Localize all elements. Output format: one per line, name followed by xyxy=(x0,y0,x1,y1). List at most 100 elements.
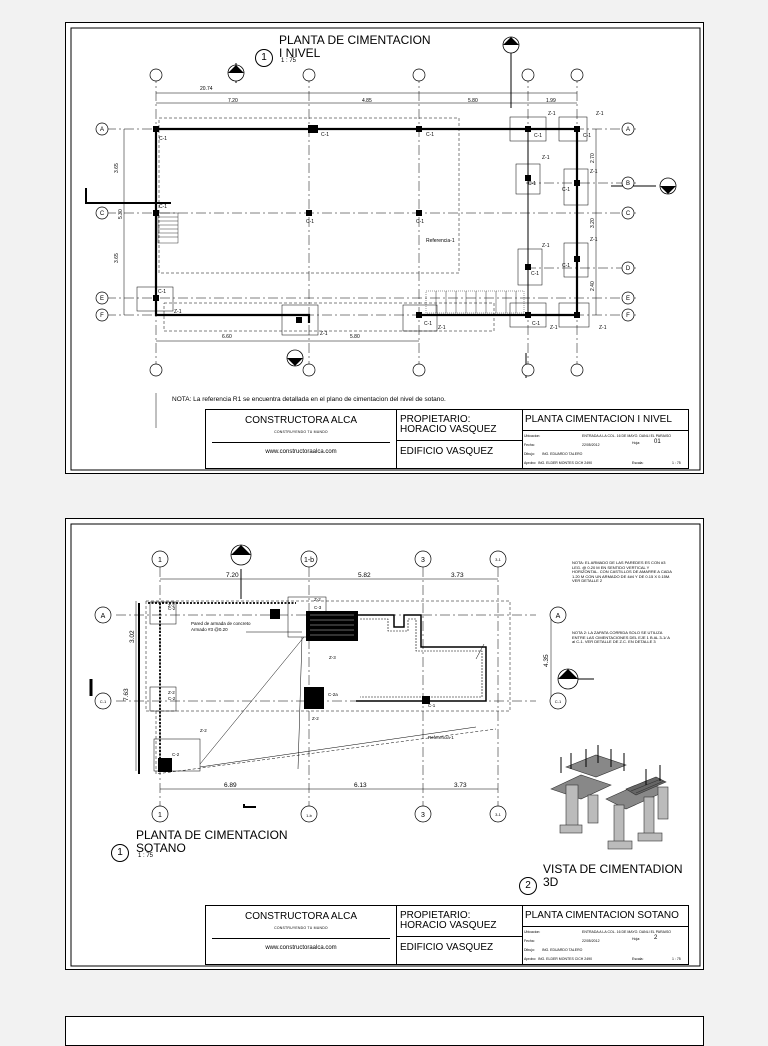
reference-line xyxy=(199,636,305,765)
company-website: www.constructoraalca.com xyxy=(265,449,337,455)
column-c1 xyxy=(525,126,531,132)
basement-wall xyxy=(356,614,487,702)
svg-text:E: E xyxy=(626,296,630,302)
sheet-title: PLANTA CIMENTACION I NIVEL xyxy=(525,414,672,425)
reference-label: Referencia-1 xyxy=(428,735,454,740)
aprobo-label: Aprobo: xyxy=(524,957,537,961)
sheet-title: PLANTA CIMENTACION SOTANO xyxy=(525,910,679,921)
dim-left: 7.63 xyxy=(123,688,130,701)
escala-label: Escala: xyxy=(632,461,644,465)
owner-name: HORACIO VASQUEZ xyxy=(400,424,497,435)
escala-value: 1 : 75 xyxy=(672,957,681,961)
escala-label: Escala: xyxy=(632,957,644,961)
view-3d-title-line1: VISTA DE CIMENTADION xyxy=(543,862,683,876)
slab-outline xyxy=(155,711,497,775)
wall-note: Armado #3 @0.20 xyxy=(191,627,228,632)
reference-line xyxy=(199,726,477,768)
svg-text:A: A xyxy=(626,127,630,133)
footing-z1 xyxy=(515,163,541,195)
label-c1: C-1 xyxy=(532,321,540,327)
footing-z1 xyxy=(558,116,588,142)
footing-z1 xyxy=(281,304,319,336)
title-block: CONSTRUCTORA ALCA CONSTRUYENDO TU MUNDO … xyxy=(205,409,689,469)
ubicacion-value: ENTRADA A LA COL. 16 DE MAYO. DANLI EL P… xyxy=(582,434,672,438)
footing-z1 xyxy=(136,286,174,312)
label-c2a: C-2a xyxy=(328,692,338,697)
basement-wall xyxy=(360,618,483,698)
divider xyxy=(212,442,390,443)
ubicacion-label: Ubicacion: xyxy=(524,930,541,934)
foundation-wall xyxy=(416,127,579,317)
axis-label: 3 xyxy=(421,557,425,564)
slab-outline xyxy=(158,117,460,274)
dim-bottom: 3.73 xyxy=(454,782,467,789)
svg-text:F: F xyxy=(100,313,104,319)
axis-label: 3 xyxy=(421,812,425,819)
label-c3: C-3 xyxy=(314,605,322,610)
dibujo-label: Dibujo: xyxy=(524,452,535,456)
dim-bottom: 6.89 xyxy=(224,782,237,789)
dim-top: 5.82 xyxy=(358,572,371,579)
slab-outline xyxy=(163,302,495,332)
label-c1: C-1 xyxy=(416,219,424,225)
fecha-value: 22/05/2012 xyxy=(582,939,600,943)
svg-text:D: D xyxy=(626,266,631,272)
footing xyxy=(149,686,177,712)
hoja-value: 2 xyxy=(654,935,658,941)
fecha-label: Fecha: xyxy=(524,939,535,943)
label-z1: Z-1 xyxy=(590,169,598,175)
dim-left: 5.30 xyxy=(118,209,124,219)
dim-right: 2.40 xyxy=(590,281,596,291)
title-block: CONSTRUCTORA ALCA CONSTRUYENDO TU MUNDO … xyxy=(205,905,689,965)
column-c1 xyxy=(416,312,422,318)
company-cell: CONSTRUCTORA ALCA CONSTRUYENDO TU MUNDO … xyxy=(206,410,397,468)
column-c1 xyxy=(153,126,159,132)
column-c1 xyxy=(574,180,580,186)
label-c1: C-1 xyxy=(583,133,591,139)
column-c1 xyxy=(416,126,422,132)
label-z1: Z-1 xyxy=(550,325,558,331)
axis-label: 3-1 xyxy=(495,812,502,817)
column-c1 xyxy=(574,312,580,318)
footing-z1 xyxy=(517,248,543,286)
column-c1 xyxy=(153,295,159,301)
ubicacion-label: Ubicacion: xyxy=(524,434,541,438)
escala-value: 1 : 75 xyxy=(672,461,681,465)
axis-label: A xyxy=(101,613,106,620)
svg-text:E: E xyxy=(100,296,104,302)
label-z2: Z-2 xyxy=(168,690,175,695)
hoja-value: 01 xyxy=(654,439,661,445)
wall-reinforcement-note: NOTA: EL ARMADO DE LAS PAREDES ES CON #3… xyxy=(572,560,672,584)
column-c1 xyxy=(296,317,302,323)
drawing-number-badge: 1 xyxy=(255,49,273,67)
label-z2: Z-2 xyxy=(314,597,321,602)
hoja-label: Hoja: xyxy=(632,441,641,445)
divider xyxy=(396,440,522,441)
hoja-label: Hoja: xyxy=(632,937,641,941)
axis-label: 1 xyxy=(158,812,162,819)
label-c2: C-2 xyxy=(168,696,176,701)
owner-label: PROPIETARIO: xyxy=(400,910,471,921)
label-z2: Z-2 xyxy=(312,716,319,721)
column-c1 xyxy=(574,256,580,262)
footing xyxy=(149,601,177,625)
label-c1: C-1 xyxy=(159,136,167,142)
svg-text:C: C xyxy=(100,211,105,217)
axis-label: A xyxy=(556,613,561,620)
label-z3: Z-3 xyxy=(329,655,336,660)
dim-top: 1.99 xyxy=(546,98,556,104)
company-slogan: CONSTRUYENDO TU MUNDO xyxy=(274,430,328,434)
grid-axis-bubbles xyxy=(95,68,635,377)
axis-label: C-1 xyxy=(100,699,107,704)
column-c1 xyxy=(525,312,531,318)
fecha-value: 22/05/2012 xyxy=(582,443,600,447)
drawing-sheet-1: 20.74 7.20 4.85 5.80 1.99 6.60 5.80 3.65… xyxy=(65,22,704,474)
label-c1: C-1 xyxy=(158,289,166,295)
section-arrow-icons xyxy=(230,544,579,690)
sheet-info-cell: PLANTA CIMENTACION I NIVEL Ubicacion: EN… xyxy=(522,410,688,468)
footing-note: NOTA 2: LA ZAPATA CORRIDA SOLO SE UTILIZ… xyxy=(572,630,670,645)
svg-text:B: B xyxy=(626,181,630,187)
inner-frame xyxy=(70,27,701,471)
axis-label: 1-b xyxy=(306,813,313,818)
owner-cell: PROPIETARIO:HORACIO VASQUEZ EDIFICIO VAS… xyxy=(396,906,523,964)
